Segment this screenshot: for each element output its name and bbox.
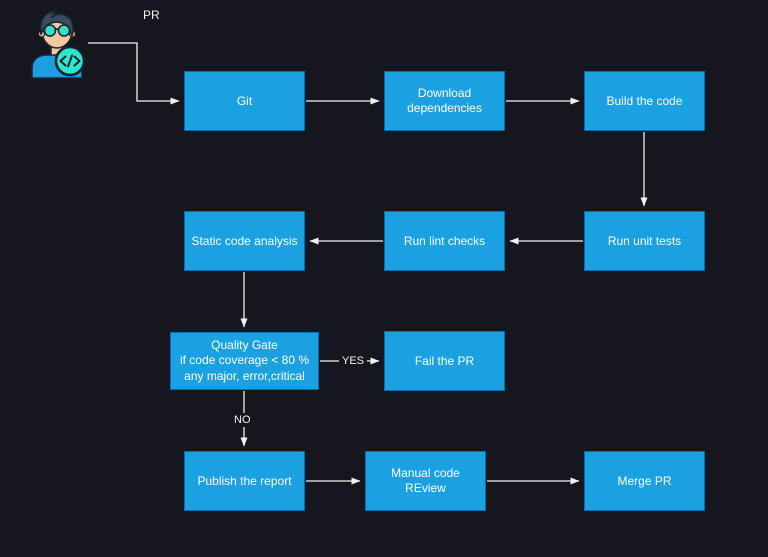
node-quality-gate-line3: any major, error,critical <box>184 368 305 383</box>
node-static-code-analysis[interactable]: Static code analysis <box>184 211 305 271</box>
node-download-dependencies[interactable]: Download dependencies <box>384 71 505 131</box>
code-badge-icon <box>54 45 86 77</box>
node-static-code-analysis-label: Static code analysis <box>191 233 298 248</box>
node-manual-code-review[interactable]: Manual code REview <box>365 451 486 511</box>
pr-label: PR <box>143 8 160 22</box>
arrow-avatar-to-git <box>88 42 180 105</box>
node-git-label: Git <box>236 93 253 108</box>
node-download-dependencies-label: Download dependencies <box>407 86 482 115</box>
node-fail-the-pr[interactable]: Fail the PR <box>384 331 505 391</box>
node-quality-gate[interactable]: Quality Gate if code coverage < 80 % any… <box>170 332 319 390</box>
node-fail-the-pr-label: Fail the PR <box>414 353 475 368</box>
node-quality-gate-line2: if code coverage < 80 % <box>179 353 310 368</box>
node-publish-the-report[interactable]: Publish the report <box>184 451 305 511</box>
node-build-the-code[interactable]: Build the code <box>584 71 705 131</box>
node-manual-code-review-label: Manual code REview <box>391 466 460 495</box>
node-merge-pr-label: Merge PR <box>617 473 672 488</box>
node-run-lint-checks[interactable]: Run lint checks <box>384 211 505 271</box>
developer-avatar-icon[interactable] <box>22 8 92 80</box>
node-publish-the-report-label: Publish the report <box>197 473 292 488</box>
node-quality-gate-line1: Quality Gate <box>211 337 278 352</box>
node-run-unit-tests[interactable]: Run unit tests <box>584 211 705 271</box>
node-git[interactable]: Git <box>184 71 305 131</box>
node-run-lint-checks-label: Run lint checks <box>403 233 486 248</box>
node-build-the-code-label: Build the code <box>606 93 683 108</box>
node-merge-pr[interactable]: Merge PR <box>584 451 705 511</box>
no-branch-label: NO <box>231 413 254 427</box>
yes-branch-label: YES <box>339 354 368 368</box>
node-run-unit-tests-label: Run unit tests <box>607 233 682 248</box>
